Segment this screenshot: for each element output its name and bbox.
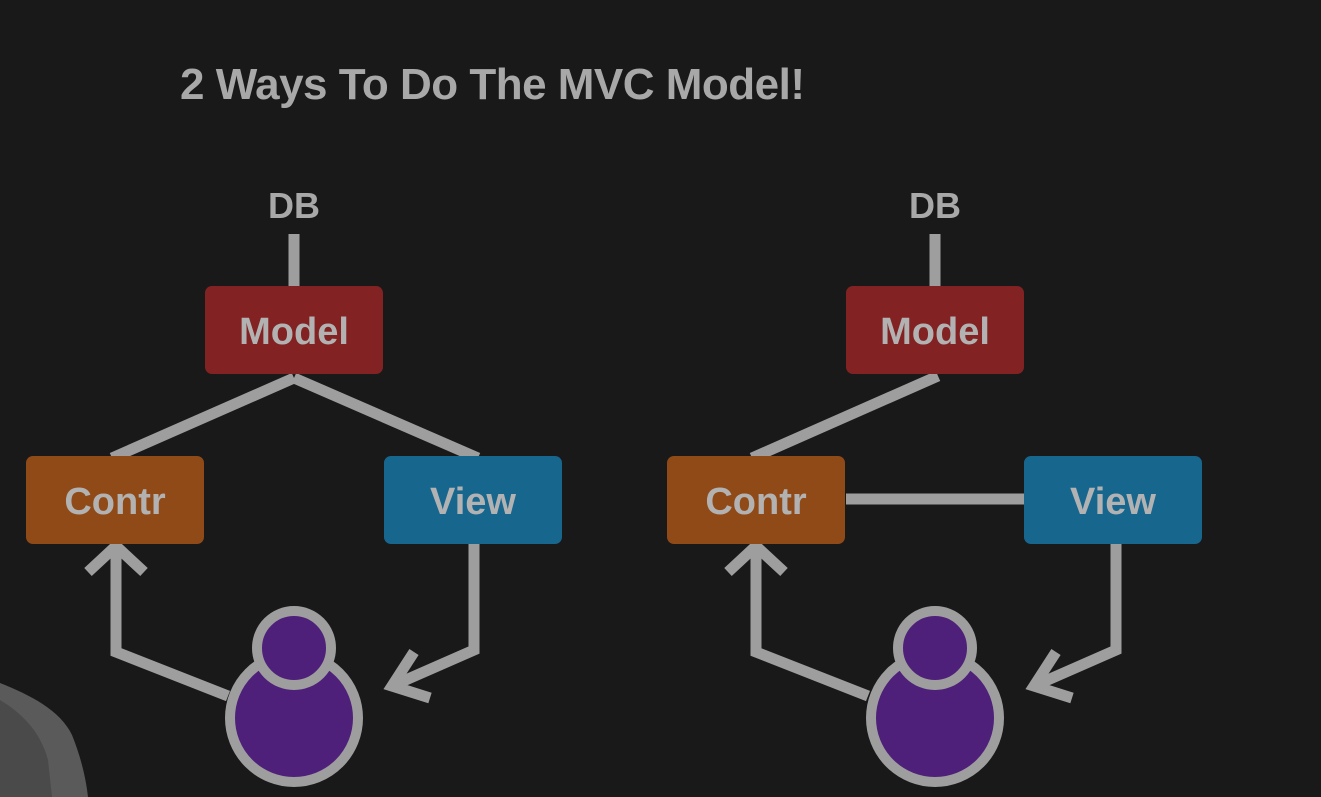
model-label: Model	[880, 311, 990, 353]
model-controller-connector	[109, 372, 297, 464]
db-label: DB	[268, 185, 320, 226]
presenter-shoulder-shade	[0, 700, 52, 797]
controller-label: Contr	[705, 481, 807, 523]
controller-box: Contr	[26, 456, 204, 544]
view-box: View	[384, 456, 562, 544]
user-to-controller-arrow	[750, 548, 871, 702]
view-label: View	[430, 481, 516, 523]
view-to-user-arrow	[1031, 544, 1122, 692]
user-to-controller-arrow	[110, 548, 231, 702]
model-box: Model	[846, 286, 1024, 374]
view-box: View	[1024, 456, 1202, 544]
view-to-user-arrow	[389, 544, 480, 692]
model-label: Model	[239, 311, 349, 353]
diagram-1: DB Model Contr View	[26, 185, 562, 787]
model-box: Model	[205, 286, 383, 374]
arrowhead-icon	[1025, 649, 1074, 704]
view-label: View	[1070, 481, 1156, 523]
db-label: DB	[909, 185, 961, 226]
controller-box: Contr	[667, 456, 845, 544]
model-view-connector	[291, 372, 481, 464]
diagram-2: DB Model Contr View	[667, 185, 1202, 787]
page-title: 2 Ways To Do The MVC Model!	[180, 60, 805, 109]
user-icon	[866, 606, 1004, 787]
arrowhead-icon	[383, 649, 432, 704]
controller-label: Contr	[64, 481, 166, 523]
arrowhead-icon	[84, 538, 148, 577]
model-controller-connector	[749, 370, 941, 464]
user-icon	[225, 606, 363, 787]
arrowhead-icon	[724, 538, 788, 577]
